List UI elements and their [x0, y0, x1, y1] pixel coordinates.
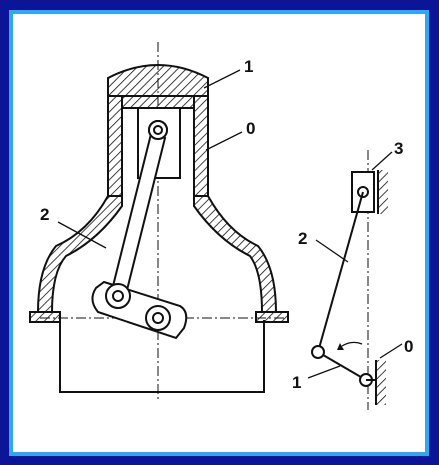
flange-left [29, 311, 61, 323]
flange-right [255, 311, 289, 323]
kinematic-scheme [311, 150, 388, 410]
label-connecting-rod: 2 [40, 205, 49, 224]
support-hatch [377, 360, 386, 405]
cylinder-wall-left [107, 95, 123, 197]
piston-band [121, 95, 195, 109]
label-scheme-frame: 0 [404, 337, 413, 356]
label-piston: 1 [244, 57, 253, 76]
label-scheme-rod: 2 [298, 229, 307, 248]
label-slider: 3 [394, 139, 403, 158]
main-journal [145, 305, 171, 331]
scheme-crank [317, 351, 367, 381]
scheme-labels [307, 151, 403, 379]
crank-pin [105, 283, 131, 309]
scheme-rod [317, 191, 364, 353]
engine-labels [57, 69, 243, 249]
cylinder-head [107, 64, 209, 97]
crankcase-box [59, 320, 265, 393]
engine-section [29, 42, 290, 400]
label-scheme-crank: 1 [292, 373, 301, 392]
cylinder-wall-right [193, 95, 209, 197]
slider-guide-hatch [379, 170, 388, 214]
crankcase-wall-right [193, 195, 278, 313]
rotation-arc [341, 341, 363, 347]
label-cylinder: 0 [246, 119, 255, 138]
